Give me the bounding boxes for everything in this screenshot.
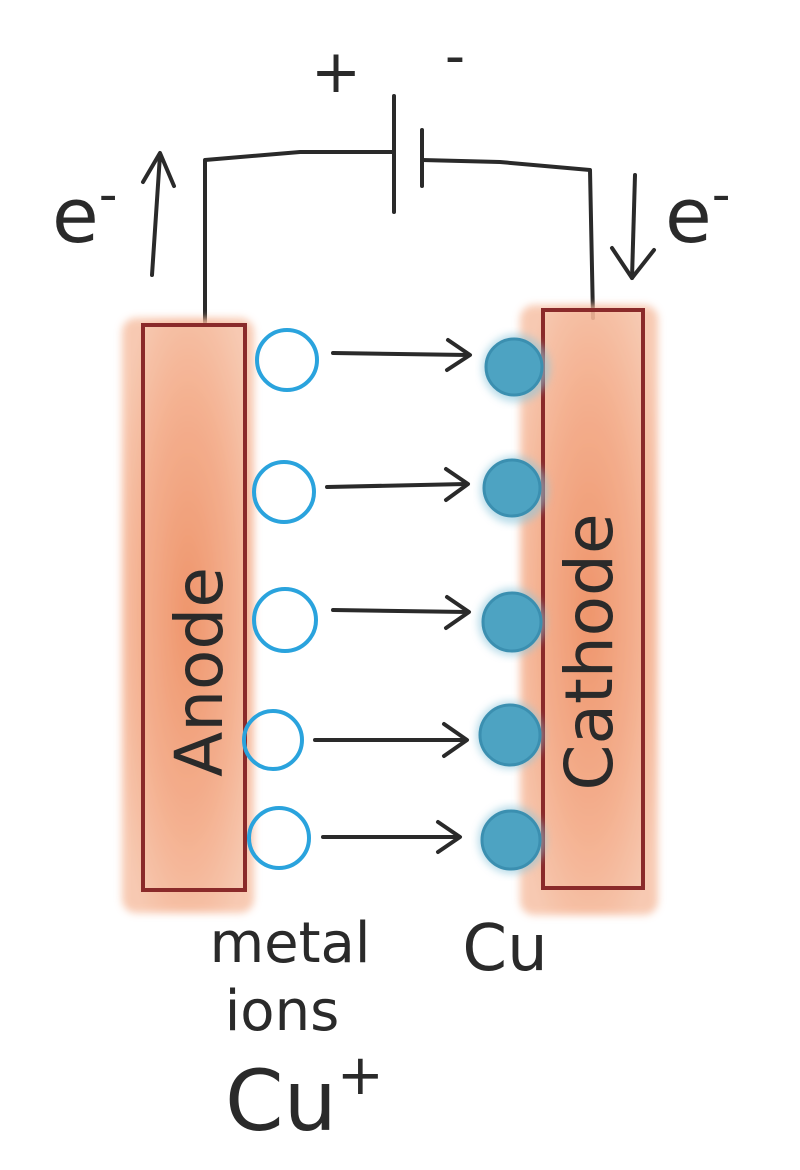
electron-flow-up-arrow	[141, 151, 176, 277]
electron-label-right: e-	[665, 165, 731, 260]
electron-charge-right: -	[712, 165, 731, 225]
electron-symbol-right: e	[665, 171, 712, 260]
migration-arrow	[325, 467, 470, 502]
electron-symbol-left: e	[52, 171, 99, 260]
metal-ion	[255, 328, 319, 392]
electron-flow-down-arrow	[610, 173, 656, 280]
metal-ions-formula: Cu+	[225, 1043, 384, 1150]
electron-label-left: e-	[52, 165, 118, 260]
migration-arrow	[331, 338, 472, 372]
deposited-copper-label: Cu	[462, 912, 547, 986]
cathode-label: Cathode	[551, 513, 628, 790]
cathode-electrode	[520, 305, 658, 915]
metal-ion	[252, 460, 316, 524]
metal-ions-formula-charge: +	[337, 1043, 384, 1108]
migration-arrow	[313, 722, 469, 758]
deposited-copper-atoms	[476, 334, 550, 874]
metal-ions	[242, 328, 319, 870]
copper-atom	[478, 703, 542, 767]
migration-arrow	[331, 595, 471, 630]
electron-charge-left: -	[99, 165, 118, 225]
metal-ions-label-line1: metal	[210, 911, 371, 976]
anode-label: Anode	[161, 567, 238, 777]
copper-atom	[481, 591, 543, 653]
copper-atom	[480, 809, 542, 871]
copper-atom	[484, 337, 544, 397]
circuit-wire	[203, 150, 595, 324]
metal-ions-formula-symbol: Cu	[225, 1052, 337, 1150]
migration-arrow	[321, 820, 462, 854]
battery-minus-label: -	[445, 24, 465, 89]
battery-symbol	[392, 94, 424, 214]
metal-ion	[252, 587, 318, 653]
metal-ion	[247, 806, 311, 870]
metal-ion	[242, 709, 304, 771]
metal-ions-label-line2: ions	[225, 979, 340, 1044]
battery-plus-label: +	[311, 37, 361, 107]
anode-electrode	[122, 318, 254, 913]
copper-atom	[482, 458, 542, 518]
ion-migration-arrows	[313, 338, 472, 854]
